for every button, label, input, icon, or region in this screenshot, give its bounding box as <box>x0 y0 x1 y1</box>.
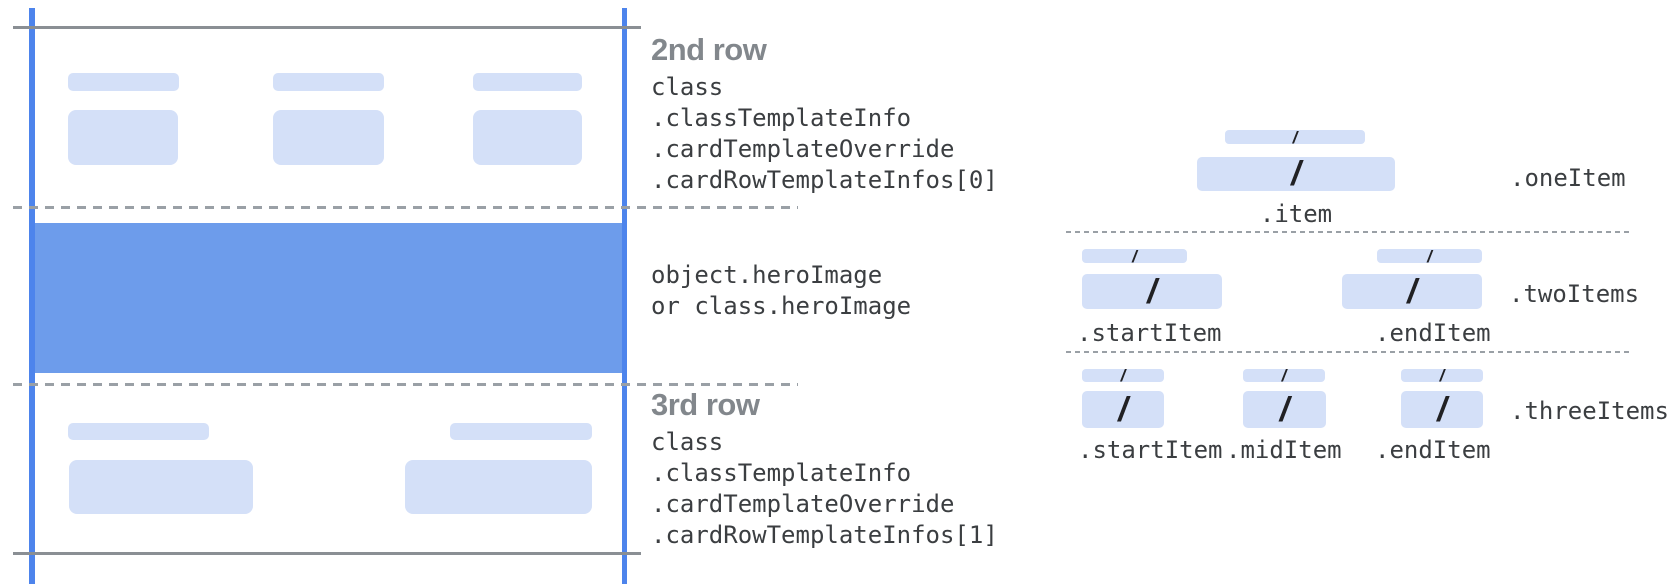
second-row-code-line: .cardTemplateOverride <box>651 135 955 163</box>
card-right-edge-line <box>622 8 627 584</box>
third-row-annotation: 3rd row class .classTemplateInfo .cardTe… <box>651 386 998 551</box>
oneitem-item-value-bar: / <box>1197 157 1395 191</box>
slash-separator: / <box>1118 390 1128 429</box>
hero-image-band <box>35 223 622 373</box>
threeitems-enditem-label-bar: / <box>1401 366 1483 385</box>
slash-separator: / <box>1437 390 1447 429</box>
third-row-code-line: class <box>651 428 724 456</box>
third-row-heading: 3rd row <box>651 387 760 422</box>
twoitems-startitem-value-bar: / <box>1082 274 1222 309</box>
card-bottom-boundary-line <box>13 552 641 555</box>
oneitem-row-label: .oneItem <box>1510 164 1626 192</box>
second-row-code-line: class <box>651 73 724 101</box>
hero-code-line: object.heroImage <box>651 261 883 289</box>
second-row-item3-label-bar <box>473 73 582 91</box>
twoitems-startitem-label: .startItem <box>1077 319 1222 347</box>
slash-separator: / <box>1132 246 1137 266</box>
threeitems-startitem-label-bar: / <box>1082 366 1164 385</box>
slash-separator: / <box>1120 366 1126 385</box>
third-row-code-line: .cardRowTemplateInfos[1] <box>651 521 998 549</box>
row-variant-divider-1 <box>1066 231 1630 233</box>
hero-image-annotation: object.heroImage or class.heroImage <box>651 260 911 322</box>
second-row-code-line: .cardRowTemplateInfos[0] <box>651 166 998 194</box>
twoitems-enditem-value-bar: / <box>1342 274 1482 309</box>
threeitems-miditem-value-bar: / <box>1243 391 1326 428</box>
oneitem-item-label-bar: / <box>1225 127 1365 147</box>
threeitems-startitem-value-bar: / <box>1082 391 1164 428</box>
third-row-code-line: .cardTemplateOverride <box>651 490 955 518</box>
card-top-boundary-line <box>13 26 641 29</box>
threeitems-miditem-label-bar: / <box>1243 366 1325 385</box>
slash-separator: / <box>1281 366 1287 385</box>
second-row-item2-label-bar <box>273 73 384 91</box>
hero-code-line: or class.heroImage <box>651 292 912 320</box>
twoitems-enditem-label: .endItem <box>1375 319 1491 347</box>
second-row-item1-label-bar <box>68 73 179 91</box>
slash-separator: / <box>1427 246 1432 266</box>
third-row-item1-value-box <box>69 460 253 514</box>
second-row-item1-value-box <box>68 110 178 165</box>
threeitems-enditem-value-bar: / <box>1401 391 1483 428</box>
threeitems-startitem-label: .startItem <box>1078 436 1223 464</box>
card-left-edge-line <box>29 8 35 584</box>
threeitems-miditem-label: .midItem <box>1226 436 1342 464</box>
second-row-heading: 2nd row <box>651 32 767 67</box>
twoitems-row-label: .twoItems <box>1509 280 1640 308</box>
slash-separator: / <box>1147 272 1157 311</box>
slash-separator: / <box>1291 155 1301 193</box>
threeitems-enditem-label: .endItem <box>1375 436 1491 464</box>
slash-separator: / <box>1292 127 1298 147</box>
slash-separator: / <box>1279 390 1290 429</box>
third-row-item2-label-bar <box>450 423 592 440</box>
slash-separator: / <box>1407 272 1417 311</box>
oneitem-item-label: .item <box>1259 200 1333 228</box>
threeitems-row-label: .threeItems <box>1510 397 1669 425</box>
slash-separator: / <box>1439 366 1445 385</box>
twoitems-startitem-label-bar: / <box>1082 246 1187 266</box>
third-row-item1-label-bar <box>68 423 209 440</box>
third-row-item2-value-box <box>405 460 592 514</box>
second-row-item2-value-box <box>273 110 384 165</box>
row-variant-divider-2 <box>1066 351 1630 353</box>
third-row-code-line: .classTemplateInfo <box>651 459 912 487</box>
row-divider-dashed-line-bottom <box>13 383 798 386</box>
second-row-annotation: 2nd row class .classTemplateInfo .cardTe… <box>651 31 998 196</box>
row-divider-dashed-line-top <box>13 206 798 209</box>
second-row-item3-value-box <box>473 110 582 165</box>
twoitems-enditem-label-bar: / <box>1377 246 1482 266</box>
second-row-code-line: .classTemplateInfo <box>651 104 912 132</box>
